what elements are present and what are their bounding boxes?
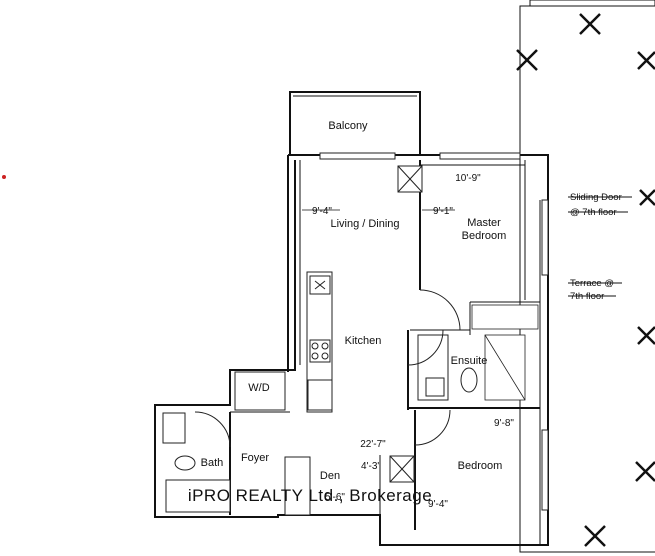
room-label-ensuite: Ensuite xyxy=(451,355,488,367)
shaft-2 xyxy=(389,455,415,483)
room-label-bedroom: Bedroom xyxy=(458,460,503,472)
door-swings xyxy=(194,289,461,448)
x-mark xyxy=(637,326,655,345)
room-label-den: Den xyxy=(320,470,340,482)
dim-den-a: 4'-3" xyxy=(361,461,381,472)
dim-living-left: 9'-4" xyxy=(312,206,332,217)
x-mark xyxy=(635,461,655,482)
marker-dot xyxy=(2,175,6,179)
dim-living-right: 9'-1" xyxy=(433,206,453,217)
door-ensuite xyxy=(407,329,444,366)
annotation-sliding-door: Sliding Door @ 7th floor xyxy=(568,192,632,218)
shaft-1 xyxy=(397,165,423,193)
kitchen-counter xyxy=(306,271,333,413)
exterior-walls xyxy=(154,154,549,546)
ensuite-fixtures xyxy=(417,334,526,401)
x-mark xyxy=(579,13,601,35)
terrace-x-marks xyxy=(516,13,655,547)
dim-overall: 22'-7" xyxy=(360,439,386,450)
terrace-outline xyxy=(519,0,655,553)
room-label-bath: Bath xyxy=(201,457,224,469)
annotation-terrace: Terrace @ 7th floor xyxy=(568,278,622,302)
room-label-kitchen: Kitchen xyxy=(345,335,382,347)
bath-fixtures xyxy=(162,412,231,513)
top-windows xyxy=(319,152,521,160)
x-mark xyxy=(516,49,538,71)
room-label-foyer: Foyer xyxy=(241,452,269,464)
x-mark xyxy=(584,525,606,547)
x-mark xyxy=(639,189,655,206)
room-label-master-2: Bedroom xyxy=(462,230,507,242)
dim-bedroom-width: 9'-8" xyxy=(494,418,514,429)
room-label-balcony: Balcony xyxy=(328,120,368,132)
balcony-outline xyxy=(289,91,421,155)
door-bath xyxy=(194,411,231,448)
den-closet xyxy=(284,456,311,516)
master-closet xyxy=(471,304,539,330)
x-mark xyxy=(637,51,655,70)
door-bedroom xyxy=(414,409,451,446)
watermark: iPRO REALTY Ltd., Brokerage xyxy=(188,486,432,505)
wd-closet xyxy=(234,371,286,411)
room-label-wd: W/D xyxy=(248,382,269,394)
room-label-living: Living / Dining xyxy=(330,218,399,230)
room-label-master-1: Master xyxy=(467,217,501,229)
sliding-doors xyxy=(541,199,549,511)
dim-master-width: 10'-9" xyxy=(455,173,481,184)
door-master xyxy=(419,289,461,331)
dim-bedroom-depth: 9'-4" xyxy=(428,499,448,510)
dim-den-b: 5'-6" xyxy=(325,492,345,503)
